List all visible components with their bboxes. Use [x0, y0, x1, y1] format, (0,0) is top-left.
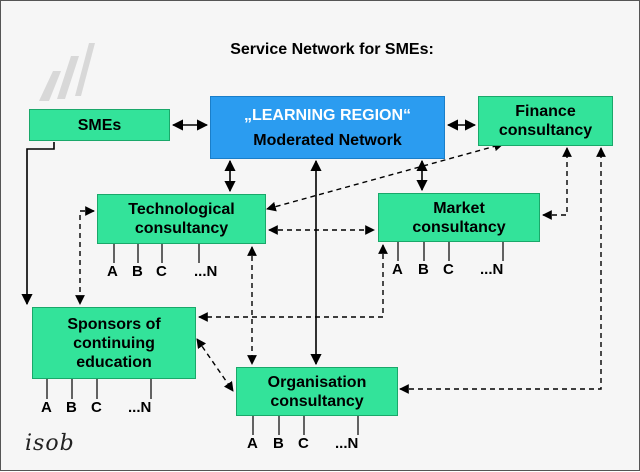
- node-market-line2: consultancy: [412, 218, 506, 236]
- node-market: Market consultancy: [378, 193, 540, 242]
- node-finance: Finance consultancy: [478, 96, 613, 146]
- node-organisation-line1: Organisation: [267, 373, 367, 391]
- node-organisation-line2: consultancy: [270, 392, 364, 410]
- node-organisation: Organisation consultancy: [236, 367, 398, 416]
- sponsors-sub-ticks: [46, 379, 152, 399]
- link-market-sponsors: [198, 244, 388, 322]
- decorative-stripes-icon: [39, 43, 95, 101]
- node-smes: SMEs: [29, 109, 170, 141]
- node-sponsors-line1: Sponsors of: [67, 315, 161, 333]
- market-sub-b: B: [418, 261, 429, 278]
- market-sub-c: C: [443, 261, 454, 278]
- node-finance-line1: Finance: [515, 103, 576, 120]
- node-sponsors-line2: continuing: [73, 334, 155, 352]
- market-sub-ticks: [397, 241, 504, 261]
- link-tech-sponsors: [75, 206, 95, 305]
- tech-sub-n: ...N: [194, 263, 218, 280]
- node-finance-line2: consultancy: [498, 122, 593, 139]
- organisation-sub-c: C: [298, 435, 309, 452]
- diagram-title: Service Network for SMEs:: [230, 41, 434, 58]
- node-technological: Technological consultancy: [97, 194, 266, 244]
- node-learning-region-line2: Moderated Network: [253, 131, 402, 149]
- tech-sub-b: B: [132, 263, 143, 280]
- market-sub-n: ...N: [480, 261, 504, 278]
- sponsors-sub-c: C: [91, 399, 102, 416]
- node-market-line1: Market: [433, 199, 485, 217]
- market-sub-a: A: [392, 261, 403, 278]
- tech-sub-ticks: [113, 243, 200, 263]
- organisation-sub-ticks: [252, 415, 359, 435]
- sponsors-sub-n: ...N: [128, 399, 152, 416]
- node-technological-line2: consultancy: [134, 220, 229, 237]
- node-sponsors: Sponsors of continuing education: [32, 307, 196, 379]
- link-tech-finance: [266, 141, 504, 212]
- link-market-finance: [542, 147, 572, 220]
- sponsors-sub-a: A: [41, 399, 52, 416]
- link-smes-sponsors: [21, 142, 55, 306]
- organisation-sub-n: ...N: [335, 435, 359, 452]
- isob-logo: isob: [25, 431, 75, 456]
- tech-sub-a: A: [107, 263, 118, 280]
- link-sponsors-organisation: [196, 338, 234, 392]
- sponsors-sub-b: B: [66, 399, 77, 416]
- tech-sub-c: C: [156, 263, 167, 280]
- node-learning-region-line1: „LEARNING REGION“: [243, 106, 412, 124]
- node-sponsors-line3: education: [76, 353, 152, 371]
- organisation-sub-a: A: [247, 435, 258, 452]
- node-learning-region: „LEARNING REGION“ Moderated Network: [210, 96, 445, 159]
- node-technological-line1: Technological: [128, 201, 235, 218]
- link-organisation-finance: [399, 147, 606, 394]
- node-smes-label: SMEs: [77, 116, 122, 134]
- organisation-sub-b: B: [273, 435, 284, 452]
